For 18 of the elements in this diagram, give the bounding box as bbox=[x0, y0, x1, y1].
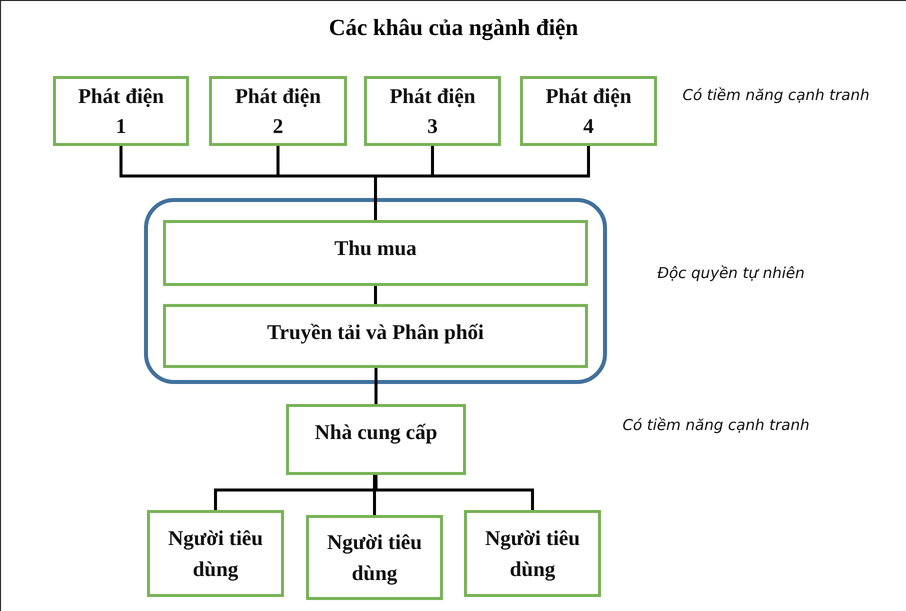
process-box: Phát điện 1 bbox=[53, 76, 189, 146]
process-box: Người tiêu dùng bbox=[464, 510, 601, 597]
process-box: Người tiêu dùng bbox=[306, 515, 443, 600]
process-box: Thu mua bbox=[163, 220, 588, 286]
process-box: Phát điện 3 bbox=[364, 76, 501, 146]
process-box: Phát điện 2 bbox=[209, 76, 347, 146]
side-note: Có tiềm năng cạnh tranh bbox=[621, 415, 811, 436]
diagram-title: Các khâu của ngành điện bbox=[328, 15, 580, 41]
process-box: Phát điện 4 bbox=[520, 76, 657, 146]
process-box: Nhà cung cấp bbox=[286, 404, 466, 475]
process-box: Người tiêu dùng bbox=[147, 510, 284, 597]
connector-line bbox=[373, 475, 376, 515]
side-note: Có tiềm năng cạnh tranh bbox=[681, 85, 871, 106]
rounded-group-frame bbox=[144, 198, 607, 384]
connector-line bbox=[374, 368, 378, 404]
process-box: Truyền tải và Phân phối bbox=[163, 304, 588, 368]
connector-line bbox=[374, 286, 377, 304]
side-note: Độc quyền tự nhiên bbox=[656, 263, 806, 284]
